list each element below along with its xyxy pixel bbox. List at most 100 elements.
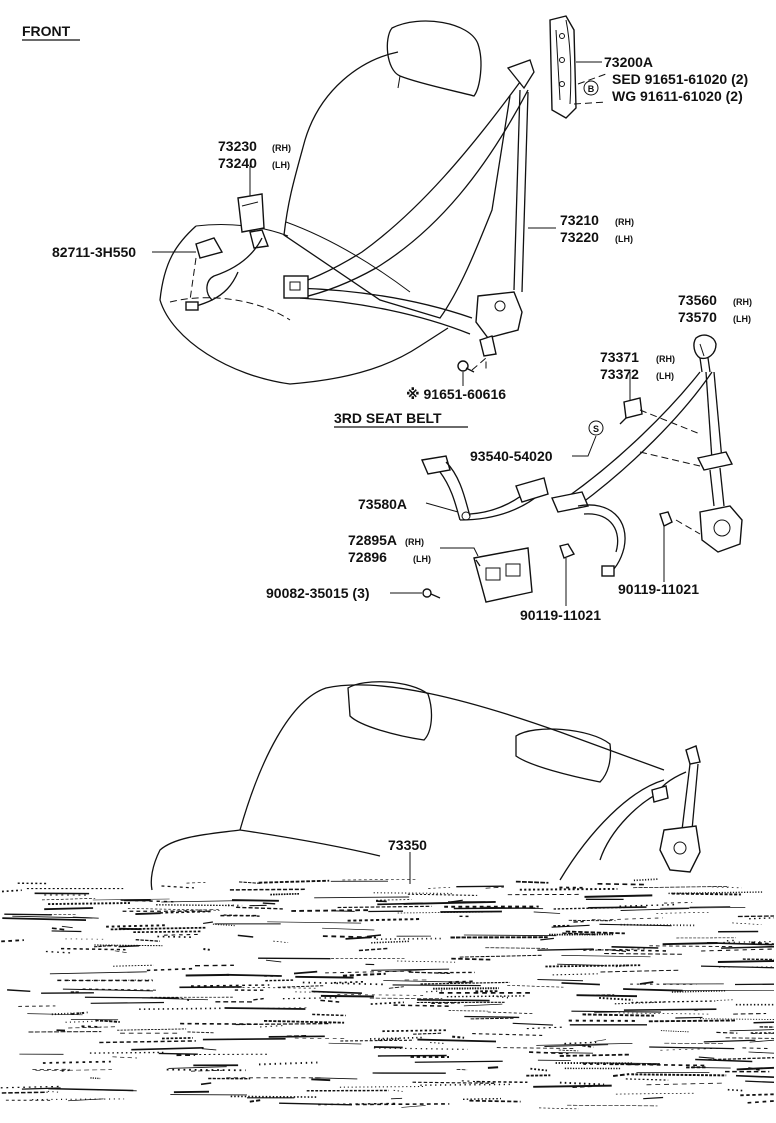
noise-streak <box>601 970 680 972</box>
screw-90082-part <box>423 589 440 598</box>
noise-streak <box>604 954 684 955</box>
noise-streak <box>113 965 153 966</box>
noise-streak <box>273 941 288 943</box>
noise-streak <box>370 998 443 999</box>
noise-streak <box>513 1023 553 1025</box>
noise-streak <box>748 1101 774 1103</box>
noise-streak <box>740 1094 774 1095</box>
noise-streak <box>225 1008 306 1009</box>
noise-streak <box>106 925 168 927</box>
noise-streak <box>552 925 590 927</box>
noise-streak <box>342 879 415 880</box>
noise-streak <box>733 1014 766 1015</box>
noise-streak <box>520 889 618 890</box>
noise-streak <box>723 942 774 943</box>
noise-streak <box>367 935 381 937</box>
anchor-73200A-part <box>550 16 606 118</box>
noise-streak <box>99 1041 196 1043</box>
harness-part <box>186 238 262 310</box>
noise-streak <box>371 941 410 943</box>
noise-streak <box>567 1105 657 1106</box>
noise-streak <box>230 889 306 890</box>
noise-streak <box>560 1083 604 1085</box>
noise-streak <box>533 1086 612 1087</box>
noise-streak <box>564 1042 596 1043</box>
noise-streak <box>50 972 147 974</box>
noise-streak <box>48 1089 133 1091</box>
noise-streak <box>598 884 645 885</box>
noise-streak <box>647 1083 724 1085</box>
noise-streak <box>610 918 663 920</box>
noise-streak <box>633 886 729 887</box>
noise-streak <box>464 935 557 936</box>
noise-streak <box>631 1074 726 1075</box>
label-73560: 73560 <box>678 292 717 308</box>
noise-streak <box>2 1092 48 1093</box>
noise-streak <box>389 987 404 989</box>
noise-streak <box>378 1056 447 1057</box>
noise-streak <box>485 948 548 949</box>
noise-streak <box>663 943 718 944</box>
label-wg-bolt: WG 91611-61020 (2) <box>612 88 743 104</box>
noise-streak <box>1 940 24 941</box>
noise-streak <box>156 905 233 906</box>
noise-streak <box>463 1099 501 1100</box>
noise-streak <box>732 923 761 925</box>
noise-streak <box>417 1000 490 1001</box>
noise-streak <box>259 1063 317 1065</box>
noise-streak <box>266 960 281 962</box>
noise-streak <box>338 906 432 907</box>
noise-streak <box>457 1069 468 1070</box>
suffix-73210: (RH) <box>615 217 634 227</box>
noise-streak <box>634 879 658 880</box>
noise-streak <box>599 998 633 1000</box>
noise-streak <box>164 934 198 935</box>
noise-streak <box>530 1069 547 1071</box>
noise-streak <box>534 912 560 914</box>
noise-streak <box>203 1039 286 1040</box>
noise-streak <box>159 1053 198 1054</box>
noise-streak <box>472 1034 542 1036</box>
noise-streak <box>131 1048 203 1050</box>
label-73240: 73240 <box>218 155 257 171</box>
label-73580A: 73580A <box>358 496 407 512</box>
leader-72895A <box>440 548 478 556</box>
label-72895A: 72895A <box>348 532 397 548</box>
label-73220: 73220 <box>560 229 599 245</box>
bolt-91651-part <box>458 358 486 372</box>
noise-streak <box>112 1057 137 1058</box>
label-73371: 73371 <box>600 349 639 365</box>
noise-streak <box>397 961 455 962</box>
noise-streak <box>18 1006 55 1007</box>
noise-streak <box>157 937 194 938</box>
noise-streak <box>433 988 499 989</box>
label-sed-bolt: SED 91651-61020 (2) <box>612 71 748 87</box>
noise-streak <box>348 919 421 921</box>
noise-streak <box>447 996 525 997</box>
noise-streak <box>401 1105 425 1107</box>
cover-72895A-part <box>474 548 532 602</box>
noise-streak <box>516 882 549 883</box>
suffix-72895A: (RH) <box>405 537 424 547</box>
noise-streak <box>550 1053 593 1054</box>
noise-streak <box>451 959 491 960</box>
noise-streak <box>620 905 678 907</box>
noise-streak <box>420 1084 510 1085</box>
noise-streak <box>279 1103 352 1105</box>
noise-streak <box>700 1019 774 1020</box>
noise-streak <box>135 913 160 914</box>
noise-streak <box>291 910 371 911</box>
noise-streak <box>117 1029 186 1030</box>
noise-streak <box>63 989 153 991</box>
noise-streak <box>44 908 93 909</box>
noise-streak <box>374 893 454 894</box>
noise-streak <box>626 1079 668 1080</box>
noise-streak <box>726 1038 774 1039</box>
noise-streak <box>585 895 653 897</box>
noise-streak <box>717 1000 733 1001</box>
leader-73580A <box>426 503 458 512</box>
noise-streak <box>421 982 510 984</box>
noise-streak <box>52 931 82 932</box>
noise-streak <box>497 1048 576 1049</box>
